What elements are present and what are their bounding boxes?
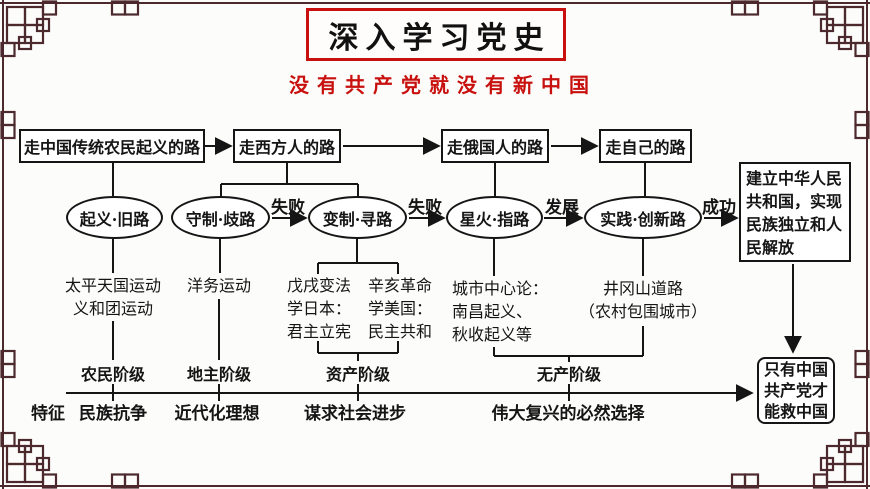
frame-edge-right	[866, 0, 868, 489]
outcome-box-founding-prc: 建立中华人民共和国，实现民族独立和人民解放	[739, 162, 851, 262]
stage-ellipse-practice-innovation: 实践·创新路	[584, 196, 702, 239]
frame-edge-left	[2, 0, 4, 489]
stage-ellipse-change-system: 变制·寻路	[308, 196, 407, 239]
event-self-strengthening: 洋务运动	[186, 276, 251, 295]
feature-social-progress: 谋求社会进步	[304, 404, 406, 424]
event-xinhai-revolution: 辛亥革命 学美国： 民主共和	[368, 276, 433, 341]
flow-box-russian-path: 走俄国人的路	[441, 129, 549, 163]
class-label-landlord: 地主阶级	[186, 365, 251, 384]
feature-inevitable-choice: 伟大复兴的必然选择	[491, 404, 645, 424]
event-city-center-theory: 城市中心论： 南昌起义、 秋收起义等	[452, 279, 549, 344]
conclusion-box-only-ccp: 只有中国共产党才能救中国	[757, 357, 835, 424]
axis-label-characteristics: 特征	[31, 404, 65, 424]
stage-ellipse-keep-system: 守制·歧路	[171, 196, 270, 239]
feature-modernization-ideal: 近代化理想	[174, 404, 260, 424]
class-label-peasant: 农民阶级	[80, 365, 145, 384]
transition-label-failure-2: 失败	[408, 198, 442, 218]
event-wuxu-reform: 戊戌变法 学日本： 君主立宪	[287, 276, 352, 341]
frame-edge-top	[0, 2, 870, 4]
flow-box-own-path: 走自己的路	[599, 129, 692, 163]
class-label-bourgeois: 资产阶级	[325, 365, 390, 384]
flow-box-western-path: 走西方人的路	[233, 129, 341, 163]
transition-label-failure-1: 失败	[271, 198, 305, 218]
stage-ellipse-spark-guide: 星火·指路	[446, 196, 543, 239]
frame-corner-ornament-icon	[0, 349, 140, 489]
frame-corner-ornament-icon	[0, 0, 140, 140]
event-taiping-boxer: 太平天国运动 义和团运动	[64, 276, 161, 318]
page-subtitle: 没有共产党就没有新中国	[289, 73, 597, 97]
frame-edge-bottom	[0, 485, 870, 487]
stage-ellipse-uprising-old-road: 起义·旧路	[66, 196, 163, 239]
flow-box-traditional-peasant-path: 走中国传统农民起义的路	[19, 129, 205, 163]
event-jinggangshan-road: 井冈山道路 （农村包围城市）	[578, 279, 707, 321]
transition-label-success: 成功	[702, 198, 736, 218]
frame-corner-ornament-icon	[730, 0, 870, 140]
frame-corner-ornament-icon	[730, 349, 870, 489]
class-label-proletariat: 无产阶级	[536, 365, 601, 384]
transition-label-development: 发展	[545, 198, 579, 218]
feature-national-resistance: 民族抗争	[79, 404, 147, 424]
page-title: 深入学习党史	[306, 8, 566, 61]
